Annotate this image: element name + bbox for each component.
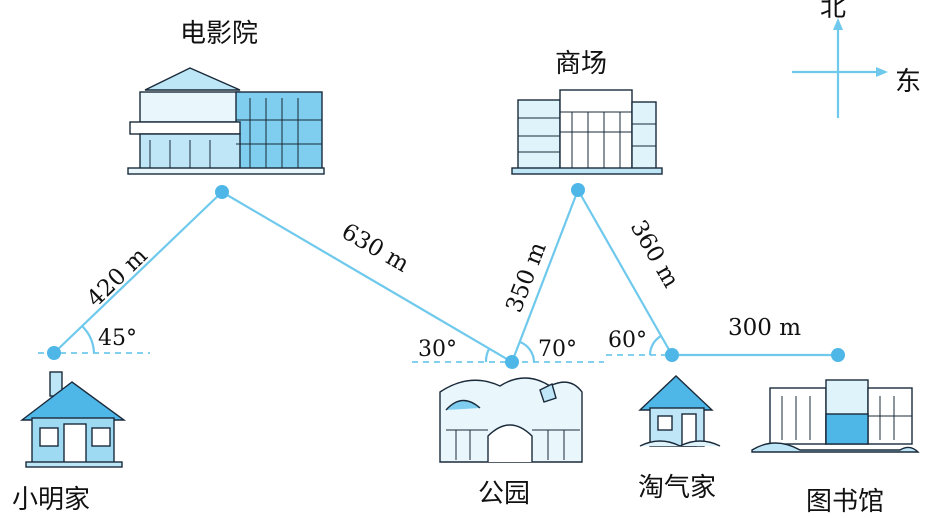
angle-label-taoqi: 60° xyxy=(608,328,647,353)
point-cinema xyxy=(215,185,229,199)
point-taoqi xyxy=(665,348,679,362)
taoqi-home-icon xyxy=(638,375,721,447)
library-label: 图书馆 xyxy=(806,487,884,517)
route-park-mall xyxy=(510,189,580,363)
north-arrow-icon xyxy=(833,18,843,30)
park-icon xyxy=(439,377,583,463)
point-park xyxy=(505,355,519,369)
route-mall-taoqi xyxy=(577,189,673,356)
library-icon xyxy=(751,379,920,453)
angle-label-home: 45° xyxy=(98,326,137,351)
xiaoming-home-label: 小明家 xyxy=(12,485,90,515)
angle-arc-park-right xyxy=(519,340,536,363)
distance-mall-taoqi: 360 m xyxy=(625,216,684,292)
compass-north-label: 北 xyxy=(820,0,846,23)
cinema-label: 电影院 xyxy=(180,19,258,49)
point-home xyxy=(47,346,61,360)
taoqi-home-label: 淘气家 xyxy=(638,473,716,503)
mall-icon xyxy=(511,89,663,175)
angle-label-park-left: 30° xyxy=(418,337,457,362)
xiaoming-home-icon xyxy=(19,371,127,468)
distance-cinema-park: 630 m xyxy=(337,219,413,278)
angle-arc-home xyxy=(81,325,96,354)
angle-arc-park-left xyxy=(484,348,490,363)
cinema-icon xyxy=(127,67,325,175)
distance-home-cinema: 420 m xyxy=(82,243,153,313)
route-cinema-park xyxy=(221,191,513,363)
angle-label-park-right: 70° xyxy=(538,337,577,362)
angle-arc-taoqi xyxy=(648,335,662,356)
point-mall xyxy=(571,183,585,197)
mall-label: 商场 xyxy=(555,49,607,79)
point-library xyxy=(831,348,845,362)
park-label: 公园 xyxy=(478,479,530,509)
east-arrow-icon xyxy=(876,67,888,77)
compass: 北 东 xyxy=(792,0,921,118)
distance-taoqi-library: 300 m xyxy=(728,315,801,341)
compass-east-label: 东 xyxy=(895,67,921,97)
